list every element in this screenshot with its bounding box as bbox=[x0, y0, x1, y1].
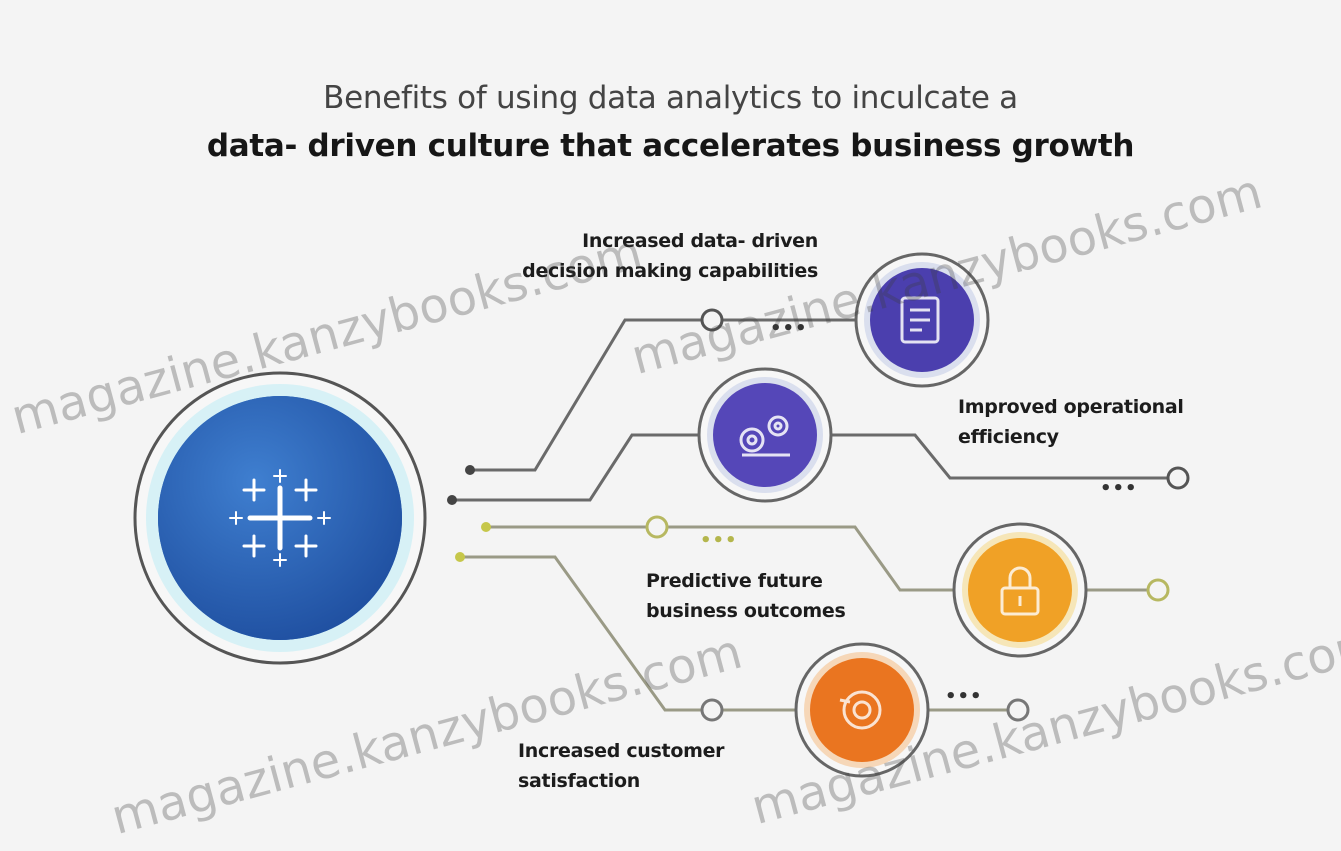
node-ring bbox=[1006, 698, 1030, 722]
gears-icon bbox=[739, 415, 790, 457]
title-line-2: data- driven culture that accelerates bu… bbox=[206, 128, 1135, 164]
benefit-circle-operational bbox=[697, 367, 833, 503]
title-line-1: Benefits of using data analytics to incu… bbox=[323, 80, 1018, 116]
node-ring bbox=[1146, 578, 1170, 602]
connector-decision-making bbox=[470, 318, 855, 472]
benefit-label-line: Predictive future bbox=[646, 570, 823, 592]
lock-icon bbox=[1000, 566, 1040, 616]
connector-predictive bbox=[486, 525, 1155, 592]
benefit-label-line: business outcomes bbox=[646, 600, 846, 622]
node-dot bbox=[481, 522, 491, 532]
benefit-label-line: Increased data- driven bbox=[582, 230, 818, 252]
benefit-label-line: Improved operational bbox=[958, 396, 1184, 418]
benefit-label-line: efficiency bbox=[958, 426, 1059, 448]
benefit-label-customer: Increased customer satisfaction bbox=[518, 736, 798, 796]
node-ring bbox=[700, 308, 724, 332]
benefit-label-line: Increased customer bbox=[518, 740, 725, 762]
benefit-label-predictive: Predictive future business outcomes bbox=[646, 566, 906, 626]
benefit-circle-customer bbox=[794, 642, 930, 778]
ellipsis-dots: ••• bbox=[700, 530, 738, 551]
node-ring bbox=[1166, 466, 1190, 490]
benefit-circle-decision-making bbox=[854, 252, 990, 388]
ellipsis-dots: ••• bbox=[945, 686, 983, 707]
tableau-logo-icon bbox=[229, 469, 331, 567]
target-icon bbox=[839, 690, 882, 730]
node-dot bbox=[455, 552, 465, 562]
node-ring bbox=[645, 515, 669, 539]
report-icon bbox=[900, 296, 940, 344]
connector-operational bbox=[452, 433, 1175, 502]
node-dot bbox=[447, 495, 457, 505]
benefit-label-line: decision making capabilities bbox=[522, 260, 818, 282]
ellipsis-dots: ••• bbox=[1100, 478, 1138, 499]
benefit-label-decision-making: Increased data- driven decision making c… bbox=[458, 226, 818, 286]
ellipsis-dots: ••• bbox=[770, 318, 808, 339]
benefit-circle-predictive bbox=[952, 522, 1088, 658]
benefit-label-operational: Improved operational efficiency bbox=[958, 392, 1258, 452]
benefit-label-line: satisfaction bbox=[518, 770, 640, 792]
node-ring bbox=[700, 698, 724, 722]
node-dot bbox=[465, 465, 475, 475]
connector-customer bbox=[460, 555, 1015, 712]
